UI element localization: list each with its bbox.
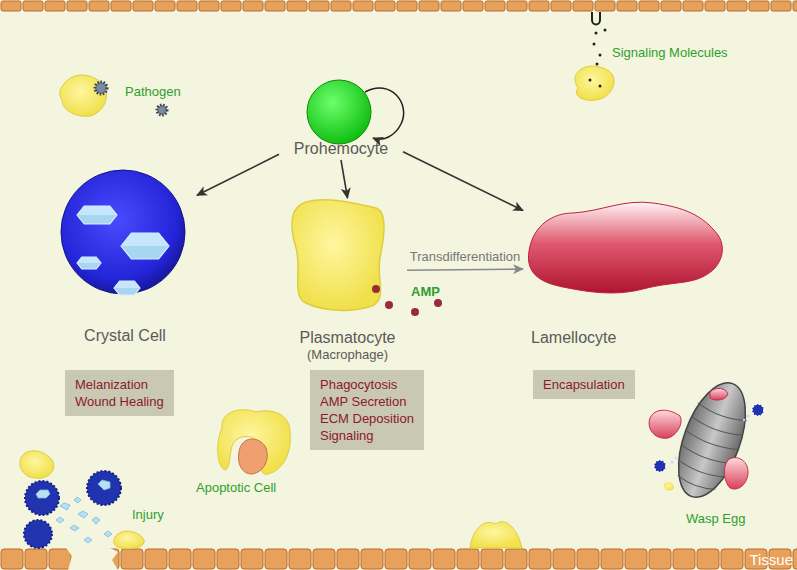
- annotation-label: Apoptotic Cell: [196, 480, 276, 496]
- differentiation-arrow: [341, 160, 348, 198]
- annotation-label: Signaling Molecules: [612, 45, 728, 61]
- function-text: Encapsulation: [543, 376, 625, 393]
- annotation-label: AMP: [411, 284, 440, 300]
- plasmatocyte: Plasmatocyte(Macrophage): [288, 198, 407, 366]
- cell-name: Lamellocyte: [523, 328, 732, 347]
- crystal-cell: Crystal Cell: [53, 168, 197, 350]
- lamellocyte: Lamellocyte: [523, 195, 732, 350]
- annotation-label: Pathogen: [125, 84, 181, 100]
- function-text: Signaling: [320, 427, 414, 444]
- cell-name: Plasmatocyte: [288, 328, 407, 347]
- function-box: MelanizationWound Healing: [65, 370, 174, 416]
- cell-name: Crystal Cell: [53, 326, 197, 345]
- cell-name: Prohemocyte: [279, 139, 403, 158]
- crystal-cell: [53, 168, 193, 298]
- prohemocyte: Prohemocyte: [279, 78, 403, 160]
- differentiation-arrow: [407, 269, 523, 270]
- lamellocyte-cell: [523, 195, 728, 305]
- annotation-label: Tissue: [749, 551, 793, 569]
- edge-label: Transdifferentiation: [409, 249, 522, 264]
- cell-name: (Macrophage): [288, 347, 407, 363]
- annotation-label: Wasp Egg: [686, 511, 746, 527]
- differentiation-arrow: [197, 154, 279, 195]
- function-text: Wound Healing: [75, 393, 164, 410]
- function-text: Phagocytosis: [320, 376, 414, 393]
- function-box: Encapsulation: [533, 370, 635, 399]
- function-text: Melanization: [75, 376, 164, 393]
- annotation-label: Injury: [132, 507, 164, 523]
- function-box: PhagocytosisAMP SecretionECM DepositionS…: [310, 370, 424, 450]
- function-text: ECM Deposition: [320, 410, 414, 427]
- differentiation-arrow: [403, 152, 523, 211]
- function-text: AMP Secretion: [320, 393, 414, 410]
